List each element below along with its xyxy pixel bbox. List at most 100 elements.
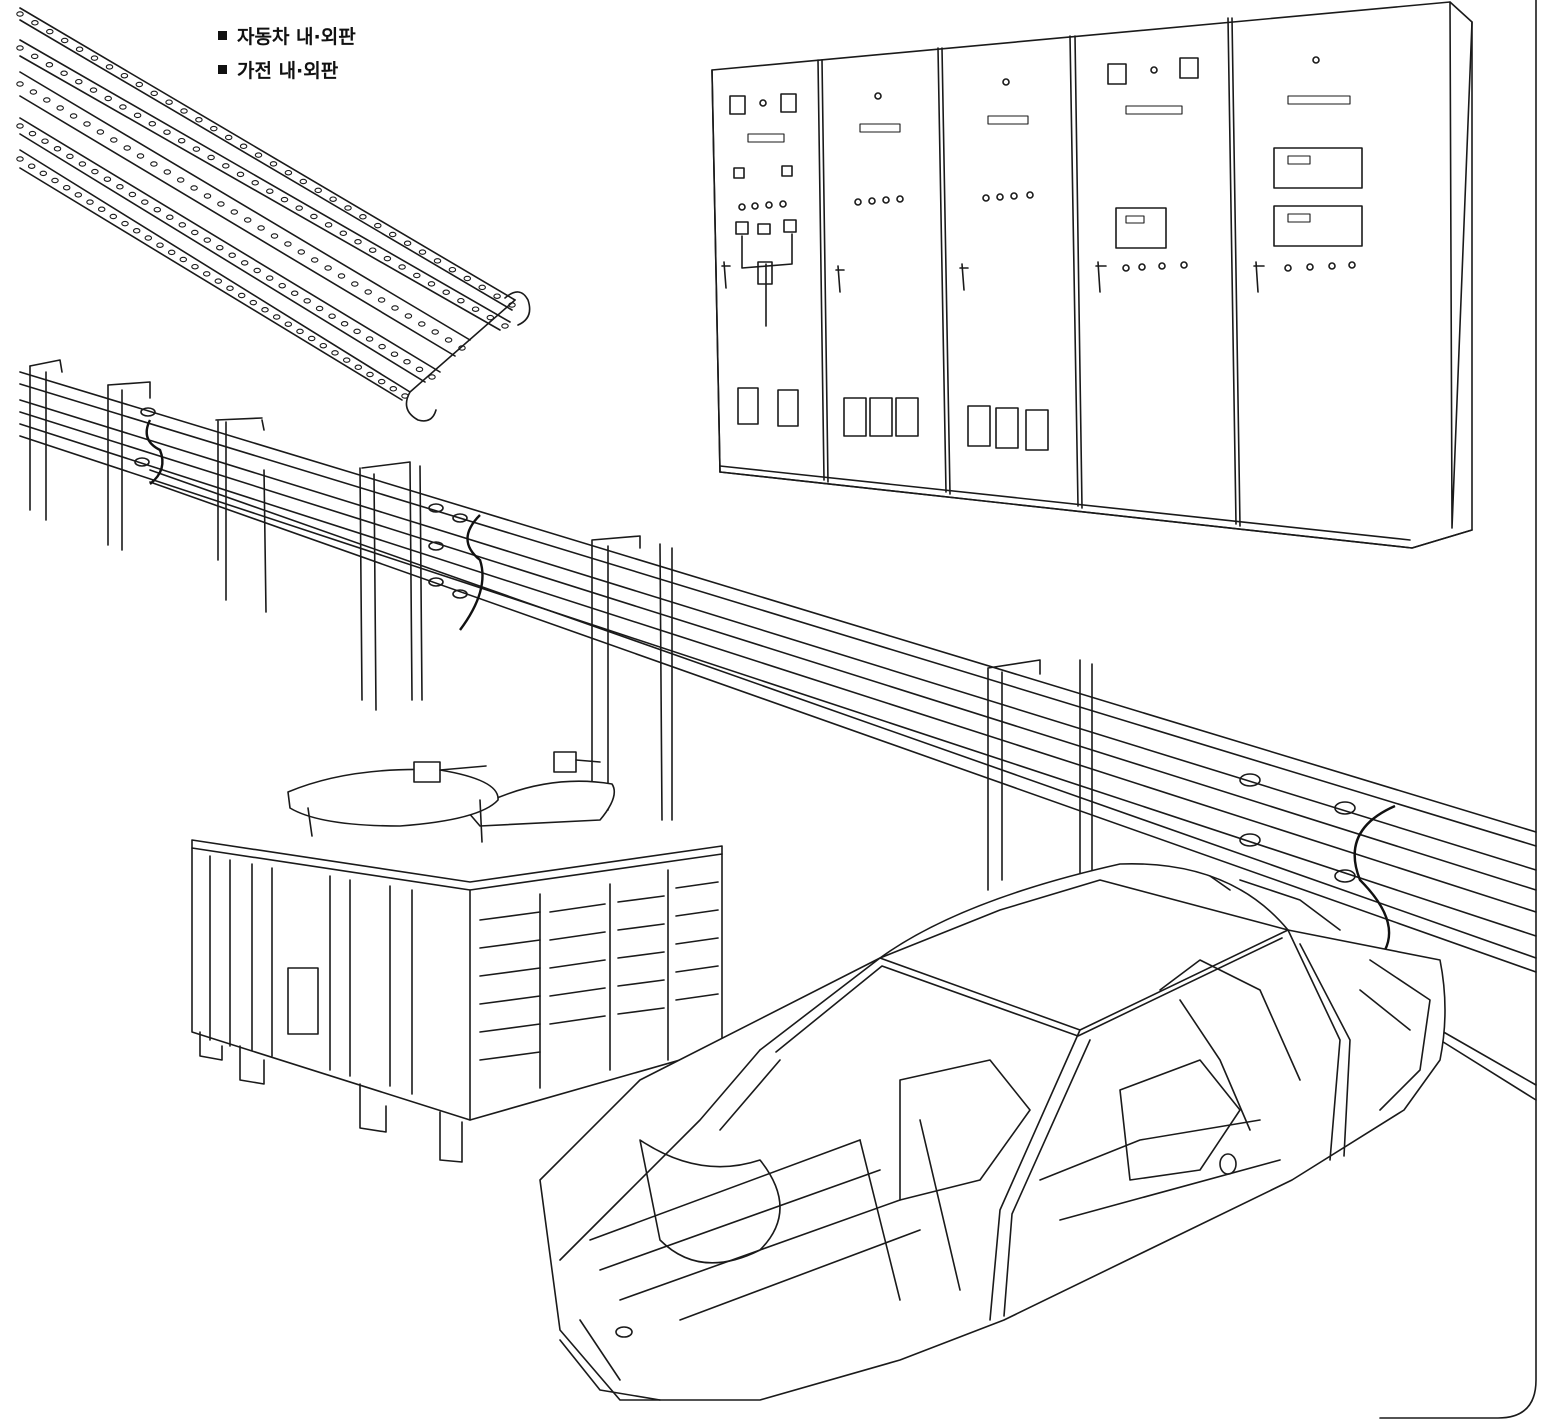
plank-hole bbox=[324, 265, 332, 271]
plank-hole bbox=[428, 374, 436, 380]
plank-hole bbox=[31, 20, 39, 26]
plank-hole bbox=[195, 117, 203, 123]
list-item-label: 자동차 내·외판 bbox=[237, 25, 356, 48]
plank-hole bbox=[128, 191, 137, 198]
plank-hole bbox=[16, 123, 24, 129]
plank-hole bbox=[364, 289, 372, 295]
plank-hole bbox=[403, 359, 411, 365]
plank-hole bbox=[116, 184, 124, 190]
plank-hole bbox=[176, 177, 185, 183]
plank-hole bbox=[236, 171, 245, 178]
plank-hole bbox=[191, 263, 199, 270]
plank-hole bbox=[448, 266, 457, 273]
plank-hole bbox=[280, 196, 289, 203]
plank-hole bbox=[29, 89, 38, 95]
plank-hole bbox=[272, 314, 281, 320]
plank-hole bbox=[228, 252, 236, 259]
plank-hole bbox=[486, 314, 495, 321]
plank-hole bbox=[62, 184, 71, 191]
plank-hole bbox=[265, 275, 274, 281]
plank-hole bbox=[16, 45, 24, 51]
plank-hole bbox=[166, 214, 174, 221]
plank-hole bbox=[493, 293, 501, 299]
plank-hole bbox=[303, 298, 311, 304]
plank-hole bbox=[180, 108, 188, 114]
square-bullet-icon bbox=[218, 30, 227, 40]
plank-hole bbox=[43, 97, 51, 103]
plank-hole bbox=[251, 180, 259, 186]
plank-hole bbox=[163, 129, 171, 135]
plank-hole bbox=[365, 336, 374, 342]
plank-hole bbox=[328, 313, 336, 319]
plank-hole bbox=[121, 220, 129, 227]
plank-hole bbox=[329, 196, 337, 202]
plank-hole bbox=[91, 168, 99, 175]
plank-hole bbox=[261, 307, 269, 313]
plank-hole bbox=[390, 351, 399, 357]
plank-hole bbox=[296, 328, 304, 335]
plank-hole bbox=[83, 121, 91, 127]
plank-hole bbox=[217, 201, 225, 207]
scaffold-plank-icon bbox=[16, 7, 531, 422]
plank-hole bbox=[269, 161, 278, 167]
application-list: 자동차 내·외판 가전 내·외판 bbox=[218, 18, 356, 86]
plank-hole bbox=[508, 302, 516, 308]
plank-hole bbox=[478, 284, 486, 291]
plank-hole bbox=[433, 258, 442, 264]
plank-hole bbox=[354, 364, 363, 371]
list-item-label: 가전 내·외판 bbox=[237, 59, 339, 82]
plank-hole bbox=[307, 335, 316, 342]
plank-hole bbox=[351, 281, 359, 287]
plank-hole bbox=[214, 278, 223, 284]
plank-hole bbox=[78, 161, 87, 167]
plank-hole bbox=[310, 213, 318, 220]
plank-hole bbox=[120, 72, 129, 79]
plank-hole bbox=[203, 193, 212, 199]
plank-hole bbox=[150, 90, 158, 97]
plank-hole bbox=[403, 240, 412, 247]
plank-hole bbox=[133, 112, 142, 119]
plank-hole bbox=[340, 321, 349, 327]
plank-hole bbox=[226, 285, 234, 292]
plank-hole bbox=[179, 256, 188, 263]
plank-hole bbox=[216, 244, 224, 251]
list-item: 자동차 내·외판 bbox=[218, 18, 356, 52]
plank-hole bbox=[60, 70, 68, 77]
plank-hole bbox=[203, 237, 212, 243]
plank-hole bbox=[315, 305, 324, 312]
plank-hole bbox=[56, 105, 64, 111]
plank-hole bbox=[210, 125, 218, 132]
plank-hole bbox=[266, 188, 274, 194]
plank-hole bbox=[103, 176, 112, 182]
plank-hole bbox=[75, 46, 84, 53]
plank-hole bbox=[319, 342, 328, 349]
plank-hole bbox=[60, 37, 69, 44]
plank-hole bbox=[253, 267, 261, 274]
plank-hole bbox=[431, 329, 439, 335]
plank-hole bbox=[324, 222, 333, 228]
plank-hole bbox=[463, 275, 472, 282]
plank-hole bbox=[278, 282, 286, 289]
plank-hole bbox=[28, 130, 37, 137]
plank-hole bbox=[377, 378, 386, 385]
plank-hole bbox=[156, 242, 164, 248]
plank-hole bbox=[337, 273, 346, 279]
plank-hole bbox=[240, 260, 249, 266]
plank-hole bbox=[353, 328, 361, 335]
plank-hole bbox=[90, 55, 99, 61]
plank-hole bbox=[331, 350, 339, 356]
plank-hole bbox=[97, 206, 106, 213]
plank-hole bbox=[239, 143, 248, 150]
plank-hole bbox=[207, 154, 215, 161]
plank-hole bbox=[105, 64, 114, 70]
plank-hole bbox=[132, 228, 141, 234]
plank-hole bbox=[442, 289, 450, 296]
plank-hole bbox=[224, 134, 233, 141]
plank-hole bbox=[457, 297, 465, 304]
plank-hole bbox=[290, 290, 299, 297]
plank-hole bbox=[415, 366, 424, 373]
plank-hole bbox=[359, 214, 367, 220]
plank-hole bbox=[471, 306, 480, 312]
plank-hole bbox=[86, 199, 94, 205]
